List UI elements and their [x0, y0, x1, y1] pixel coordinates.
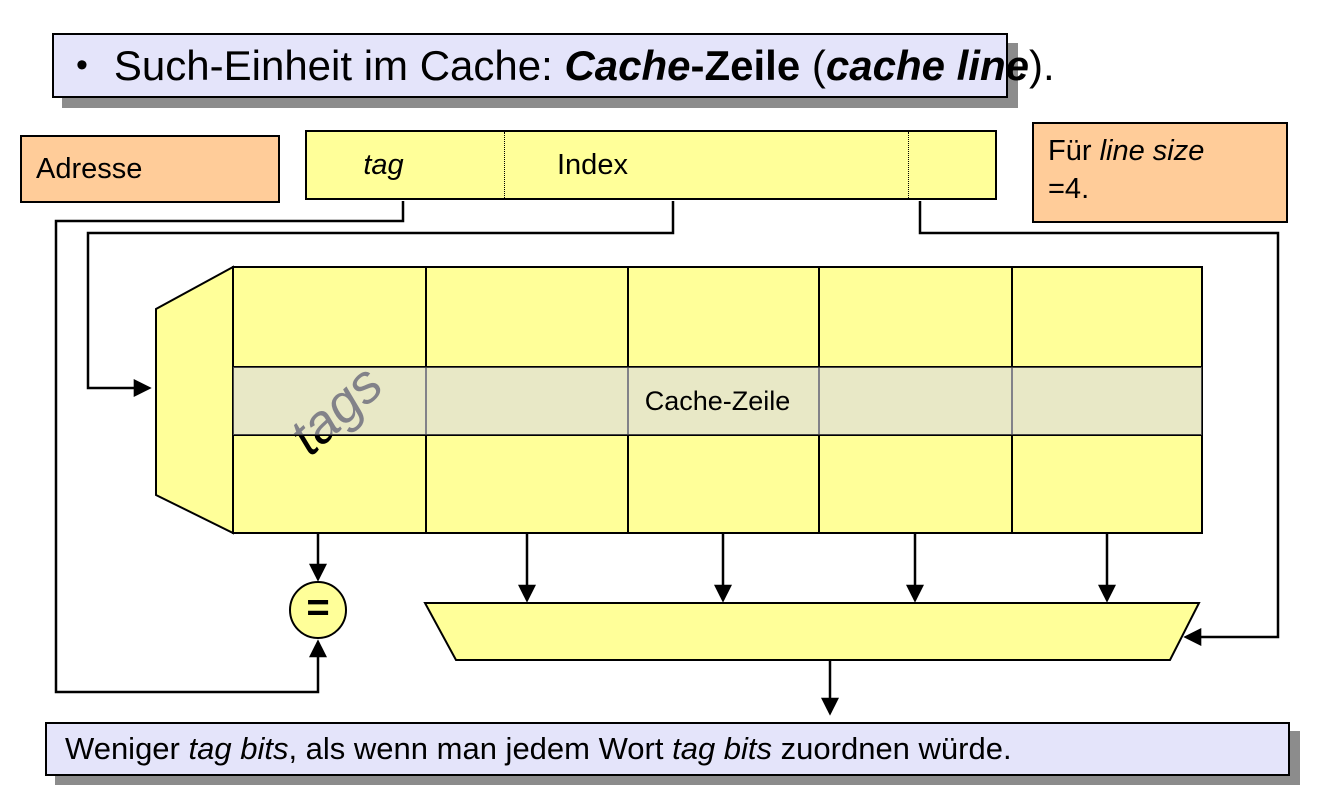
- mux-trapezoid: [423, 602, 1201, 661]
- index-connector-line: [86, 201, 675, 397]
- tag-label: tag: [363, 148, 404, 181]
- tag-connector-line: [54, 201, 405, 694]
- comparator-symbol: =: [306, 585, 330, 630]
- cache-line-label: Cache-Zeile: [644, 385, 791, 416]
- address-field-tag: tag: [307, 132, 504, 198]
- title-box: • Such-Einheit im Cache: Cache-Zeile (ca…: [52, 33, 1055, 98]
- note-box: Für line size =4.: [1032, 122, 1288, 223]
- page-title: Such-Einheit im Cache: Cache-Zeile (cach…: [113, 41, 1055, 89]
- footer-text: Weniger tag bits, als wenn man jedem Wor…: [65, 731, 1012, 766]
- title-bullet: •: [76, 46, 88, 84]
- address-field-box: tag Index: [305, 130, 997, 200]
- address-field-index: Index: [504, 132, 908, 198]
- address-label-box: Adresse: [20, 135, 280, 203]
- comparator-circle: [289, 581, 347, 639]
- address-field-offset: [908, 132, 995, 198]
- index-label: Index: [557, 148, 628, 181]
- note-line-2: =4.: [1048, 173, 1090, 205]
- cache-line-highlight: Cache-Zeile: [233, 367, 1202, 435]
- footer-box: Weniger tag bits, als wenn man jedem Wor…: [45, 722, 1290, 776]
- tags-side-panel: [155, 265, 234, 535]
- offset-connector-line: [918, 201, 1280, 646]
- note-line-1: Für line size: [1048, 135, 1205, 167]
- address-label: Adresse: [36, 152, 143, 185]
